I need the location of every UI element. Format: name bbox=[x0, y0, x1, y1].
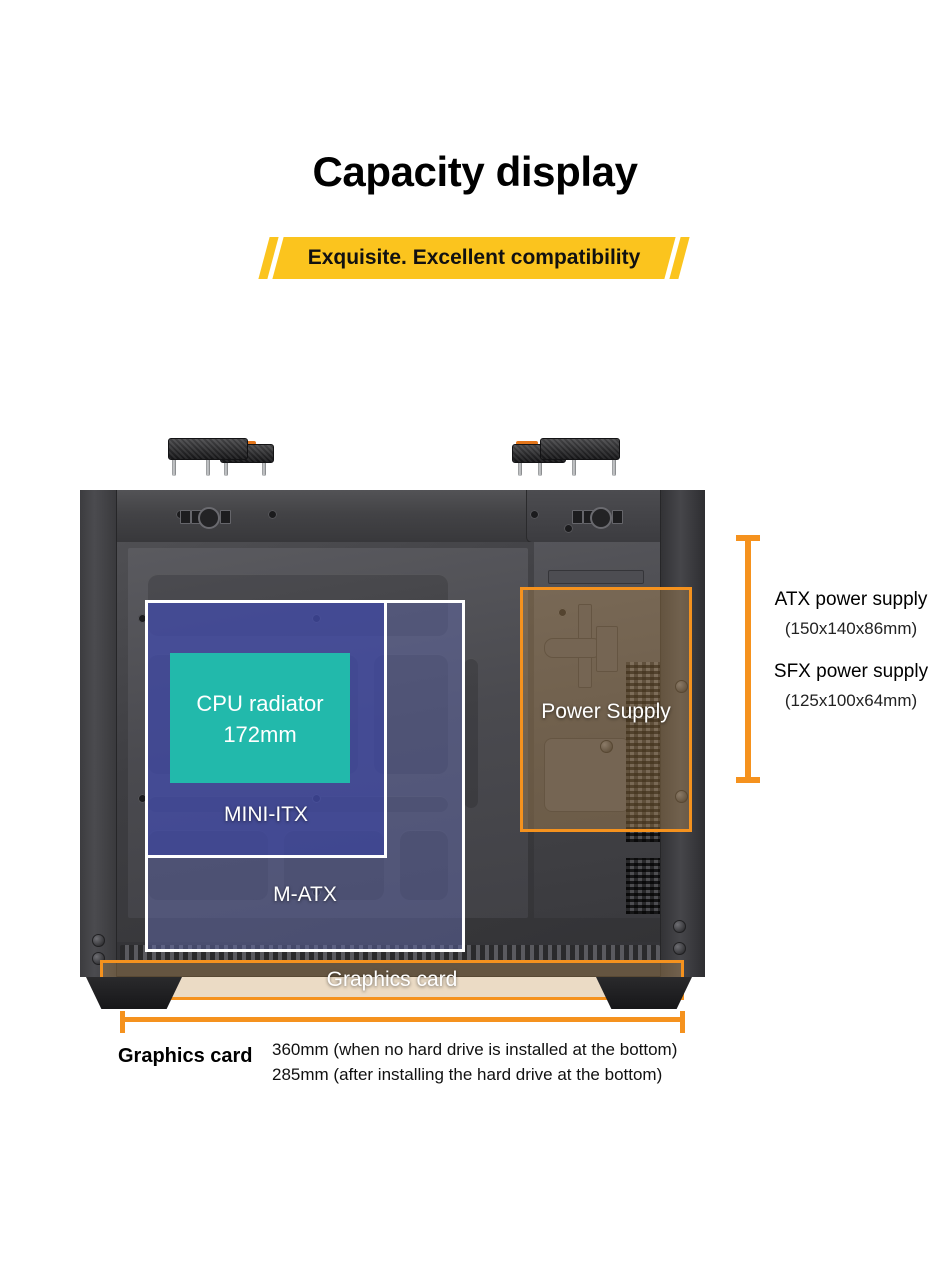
front-io-cluster-right[interactable] bbox=[570, 506, 630, 529]
front-io-cluster-left[interactable] bbox=[178, 506, 238, 529]
matx-label: M-ATX bbox=[273, 883, 337, 906]
psu-spec-atx-dims: (150x140x86mm) bbox=[784, 619, 918, 638]
usb-port-icon[interactable] bbox=[220, 510, 231, 524]
gpu-dimension-line bbox=[120, 1017, 685, 1022]
gpu-dimension-notes: 360mm (when no hard drive is installed a… bbox=[272, 1037, 792, 1087]
psu-dimension-line bbox=[745, 535, 751, 783]
power-button-icon[interactable] bbox=[198, 507, 220, 529]
psu-spec-sfx: SFX power supply (125x100x64mm) bbox=[752, 657, 950, 715]
case-chassis: CPU radiator 172mm MINI-ITX M-ATX Power … bbox=[80, 490, 705, 1009]
psu-spec-atx-name: ATX power supply bbox=[774, 589, 928, 610]
carry-handle-right bbox=[512, 438, 624, 476]
handle-wire bbox=[612, 446, 616, 476]
psu-spec-atx: ATX power supply (150x140x86mm) bbox=[752, 585, 950, 643]
case-right-rail bbox=[660, 490, 705, 977]
banner-label: Exquisite. Excellent compatibility bbox=[307, 246, 641, 269]
usb-port-icon[interactable] bbox=[180, 510, 191, 524]
usb-port-icon[interactable] bbox=[572, 510, 583, 524]
page-title: Capacity display bbox=[312, 148, 638, 195]
case-foot-left bbox=[86, 977, 182, 1009]
case-foot-right bbox=[596, 977, 692, 1009]
handle-grip-front bbox=[168, 438, 248, 460]
psu-dimension-cap-top bbox=[736, 535, 760, 541]
handle-wire bbox=[206, 446, 210, 476]
mini-itx-label: MINI-ITX bbox=[224, 803, 308, 826]
subtitle-banner: Exquisite. Excellent compatibility bbox=[258, 237, 690, 279]
gpu-dimension-label: Graphics card bbox=[118, 1045, 253, 1067]
cpu-radiator-size: 172mm bbox=[223, 722, 297, 747]
handle-accent-stripe bbox=[516, 441, 538, 445]
power-supply-label: Power Supply bbox=[541, 700, 671, 723]
psu-spec-list: ATX power supply (150x140x86mm) SFX powe… bbox=[752, 585, 950, 715]
graphics-card-label: Graphics card bbox=[326, 968, 458, 991]
usb-port-icon[interactable] bbox=[612, 510, 623, 524]
gpu-dimension-cap-right bbox=[680, 1011, 685, 1033]
psu-compartment bbox=[534, 542, 661, 918]
power-button-icon[interactable] bbox=[590, 507, 612, 529]
gpu-note-no-hdd: 360mm (when no hard drive is installed a… bbox=[272, 1040, 678, 1059]
cpu-radiator-label-block: CPU radiator 172mm bbox=[170, 688, 350, 750]
pc-case-illustration: CPU radiator 172mm MINI-ITX M-ATX Power … bbox=[80, 435, 705, 1015]
screw-icon bbox=[92, 934, 105, 947]
gpu-note-with-hdd: 285mm (after installing the hard drive a… bbox=[272, 1065, 663, 1084]
psu-dimension-cap-bottom bbox=[736, 777, 760, 783]
overlay-power-supply-area bbox=[520, 587, 692, 832]
gpu-dimension-cap-left bbox=[120, 1011, 125, 1033]
overlay-cpu-radiator-area bbox=[170, 653, 350, 783]
psu-spec-sfx-dims: (125x100x64mm) bbox=[784, 691, 918, 710]
cpu-radiator-label: CPU radiator bbox=[196, 691, 324, 716]
handle-grip-front bbox=[540, 438, 620, 460]
handle-wire bbox=[172, 446, 176, 476]
spec-spacer bbox=[752, 643, 950, 657]
carry-handle-left bbox=[162, 438, 274, 476]
case-left-rail bbox=[80, 490, 117, 977]
bolt-icon bbox=[268, 510, 277, 519]
overlay-graphics-card-area bbox=[100, 960, 684, 1000]
bolt-icon bbox=[530, 510, 539, 519]
case-top-panel bbox=[80, 490, 705, 543]
bolt-icon bbox=[564, 524, 573, 533]
psu-spec-sfx-name: SFX power supply bbox=[773, 661, 929, 682]
handle-wire bbox=[572, 446, 576, 476]
